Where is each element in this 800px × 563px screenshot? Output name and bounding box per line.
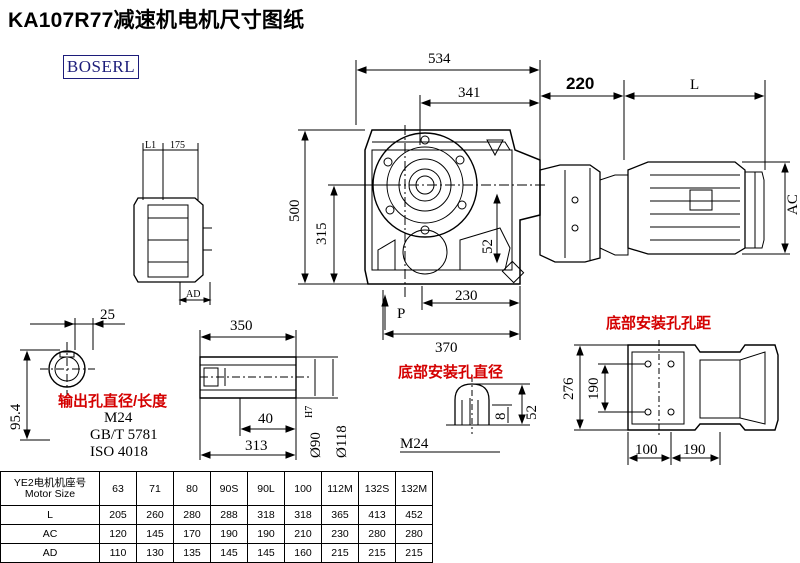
std-iso: ISO 4018 [90,444,148,460]
std-gbt: GB/T 5781 [90,427,158,443]
dim-AC: AC [785,194,800,215]
dim-h7: H7 [304,406,315,418]
table-cell: 145 [247,543,285,563]
table-cell: 230 [321,524,359,544]
table-row: AC 120 145 170 190 190 210 230 280 280 [0,524,433,544]
table-cell: 210 [284,524,322,544]
table-cell: 205 [99,505,137,525]
table-row: L 205 260 280 288 318 318 365 413 452 [0,505,433,525]
mount-hole-dia-label: 底部安装孔直径 [398,363,503,381]
table-cell: 215 [395,543,433,563]
dim-100: 100 [635,442,658,458]
dim-341: 341 [458,85,481,101]
table-cell: 190 [210,524,248,544]
table-cell: 215 [358,543,396,563]
dim-m24-hole: M24 [400,436,429,452]
table-cell: 452 [395,505,433,525]
table-row-label: L [0,505,100,525]
dim-40: 40 [258,411,273,427]
table-cell: 288 [210,505,248,525]
dim-L1: L1 [145,140,156,151]
dim-350: 350 [230,318,253,334]
dim-95-4: 95.4 [8,403,24,430]
table-cell: 63 [99,471,137,506]
shaft-bore-label: 输出孔直径/长度 [58,392,168,410]
table-cell: 110 [99,543,137,563]
dim-370: 370 [435,340,458,356]
page-title: KA107R77减速机电机尺寸图纸 [8,9,305,32]
dim-500: 500 [287,200,303,223]
table-cell: 280 [395,524,433,544]
dimension-drawing: 534 341 220 L AC 500 315 52 P 230 370 L1… [8,51,800,465]
dim-25: 25 [100,307,115,323]
table-cell: 90L [247,471,285,506]
table-cell: 112M [321,471,359,506]
std-m24: M24 [104,410,133,426]
table-cell: 280 [358,524,396,544]
table-cell: 132S [358,471,396,506]
brand-logo: BOSERL [63,55,139,79]
dim-220: 220 [566,74,594,93]
table-cell: 215 [321,543,359,563]
table-cell: 318 [284,505,322,525]
table-cell: 90S [210,471,248,506]
table-row-label: AD [0,543,100,563]
dim-190-v: 190 [586,378,602,401]
table-cell: 80 [173,471,211,506]
dim-190-h: 190 [683,442,706,458]
table-cell: 280 [173,505,211,525]
dim-230: 230 [455,288,478,304]
table-cell: 135 [173,543,211,563]
table-cell: 160 [284,543,322,563]
table-cell: 190 [247,524,285,544]
table-cell: 170 [173,524,211,544]
dim-276: 276 [561,377,577,400]
dim-8: 8 [493,413,509,421]
dim-313: 313 [245,438,268,454]
table-cell: 71 [136,471,174,506]
table-cell: 145 [210,543,248,563]
table-cell: 260 [136,505,174,525]
table-row-label: AC [0,524,100,544]
table-cell: 318 [247,505,285,525]
dim-175: 175 [170,140,185,151]
dim-phi118: Ø118 [334,425,350,458]
table-cell: 365 [321,505,359,525]
table-row: AD 110 130 135 145 145 160 215 215 215 [0,543,433,563]
table-cell: 100 [284,471,322,506]
table-cell: 145 [136,524,174,544]
mount-hole-dist-label: 底部安装孔孔距 [606,314,711,332]
table-cell: 132M [395,471,433,506]
dim-534: 534 [428,51,451,67]
dim-52-top: 52 [480,239,496,254]
dim-phi90: Ø90 [308,432,324,458]
dim-L: L [690,77,699,93]
dim-AD: AD [186,289,200,300]
dim-315: 315 [314,223,330,246]
dim-52-hole: 52 [524,405,540,420]
table-cell: 413 [358,505,396,525]
table-cell: 120 [99,524,137,544]
dim-P: P [397,306,405,322]
table-cell: 130 [136,543,174,563]
